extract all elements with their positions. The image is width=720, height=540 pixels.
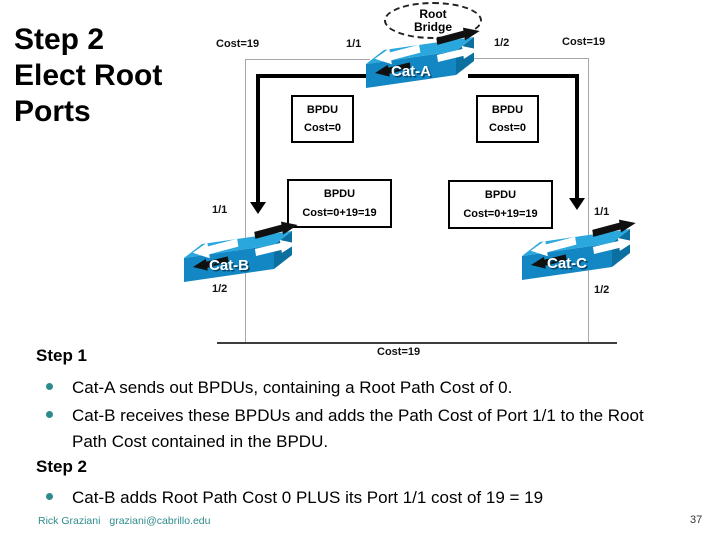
bpdu-box-right-bottom: BPDU Cost=0+19=19 (448, 180, 553, 229)
bpdu-box-line1: BPDU (306, 103, 339, 116)
traffic-arrows-icon (192, 221, 298, 271)
port-label-catb-1-1: 1/1 (212, 204, 228, 216)
cost-label-link-bc: Cost=19 (377, 346, 421, 358)
slide-title: Step 2 Elect Root Ports (14, 22, 162, 130)
bullet-dot (46, 493, 53, 500)
root-bridge-line2: Bridge (413, 19, 452, 34)
switch-icon-cat-a: Cat-A Cat-A (366, 27, 480, 88)
switch-label-shadow: Cat-C (549, 257, 589, 274)
bpdu-box-left-top: BPDU Cost=0 (291, 95, 354, 143)
footer-email: graziani@cabrillo.edu (109, 515, 211, 527)
link-line-right-vertical (588, 58, 589, 344)
switch-label: Cat-A (391, 63, 431, 80)
footer-author: Rick Graziani (38, 515, 101, 527)
title-line-2: Elect Root (14, 59, 163, 92)
switch-label-shadow: Cat-B (211, 259, 251, 276)
bpdu-arrow-left-vertical (256, 74, 260, 202)
link-line-a-to-b-top (245, 59, 370, 60)
bpdu-arrow-left-horizontal (256, 74, 366, 78)
bpdu-box-line2: Cost=0+19=19 (463, 208, 538, 220)
bpdu-box-line2: Cost=0 (489, 122, 526, 135)
switch-front-face (522, 243, 612, 280)
port-label-catb-1-2: 1/2 (212, 283, 228, 295)
arrowhead-down-icon (250, 202, 266, 214)
switch-icon-cat-b: Cat-B Cat-B (184, 221, 298, 282)
bpdu-box-line2: Cost=0+19=19 (302, 207, 377, 219)
cost-label-link-ab: Cost=19 (216, 38, 260, 50)
bpdu-box-left-bottom: BPDU Cost=0+19=19 (287, 179, 392, 228)
title-line-3: Ports (14, 95, 91, 128)
bpdu-box-right-top: BPDU Cost=0 (476, 95, 539, 143)
step2-heading: Step 2 (36, 457, 88, 476)
traffic-arrows-icon (530, 219, 636, 269)
port-label-cata-1-2: 1/2 (494, 37, 510, 49)
bullet-dot (46, 383, 53, 390)
bpdu-box-line1: BPDU (491, 103, 524, 116)
bullet-item-3: Cat-B adds Root Path Cost 0 PLUS its Por… (72, 488, 544, 507)
title-line-1: Step 2 (14, 23, 105, 56)
bpdu-box-line1: BPDU (323, 188, 356, 200)
root-bridge-line1: Root (419, 6, 447, 21)
bpdu-box-line1: BPDU (484, 189, 517, 201)
bullet-item-2: Cat-B receives these BPDUs and adds the … (72, 406, 644, 451)
cost-label-link-ac: Cost=19 (562, 36, 606, 48)
bpdu-arrow-right-vertical (575, 74, 579, 198)
switch-icon-cat-c: Cat-C Cat-C (522, 219, 636, 280)
bpdu-box-line2: Cost=0 (304, 122, 341, 135)
bpdu-arrow-right-horizontal (468, 74, 579, 78)
bullet-dot (46, 411, 53, 418)
port-label-cata-1-1: 1/1 (346, 38, 362, 50)
port-label-catc-1-1: 1/1 (594, 206, 610, 218)
switch-label-shadow: Cat-A (393, 65, 433, 82)
footer-credit: Rick Graziani graziani@cabrillo.edu (38, 515, 211, 527)
page-number: 37 (690, 514, 703, 526)
link-line-left-vertical (245, 59, 246, 344)
switch-front-face (366, 51, 456, 88)
switch-label: Cat-C (547, 255, 587, 272)
switch-front-face (184, 245, 274, 282)
switch-label: Cat-B (209, 257, 249, 274)
traffic-arrows-icon (374, 27, 480, 77)
link-line-b-to-c-bottom (217, 342, 617, 344)
port-label-catc-1-2: 1/2 (594, 284, 610, 296)
arrowhead-down-icon (569, 198, 585, 210)
link-line-a-to-c-top (474, 58, 588, 59)
step1-heading: Step 1 (36, 346, 88, 365)
bullet-item-1: Cat-A sends out BPDUs, containing a Root… (72, 378, 513, 397)
